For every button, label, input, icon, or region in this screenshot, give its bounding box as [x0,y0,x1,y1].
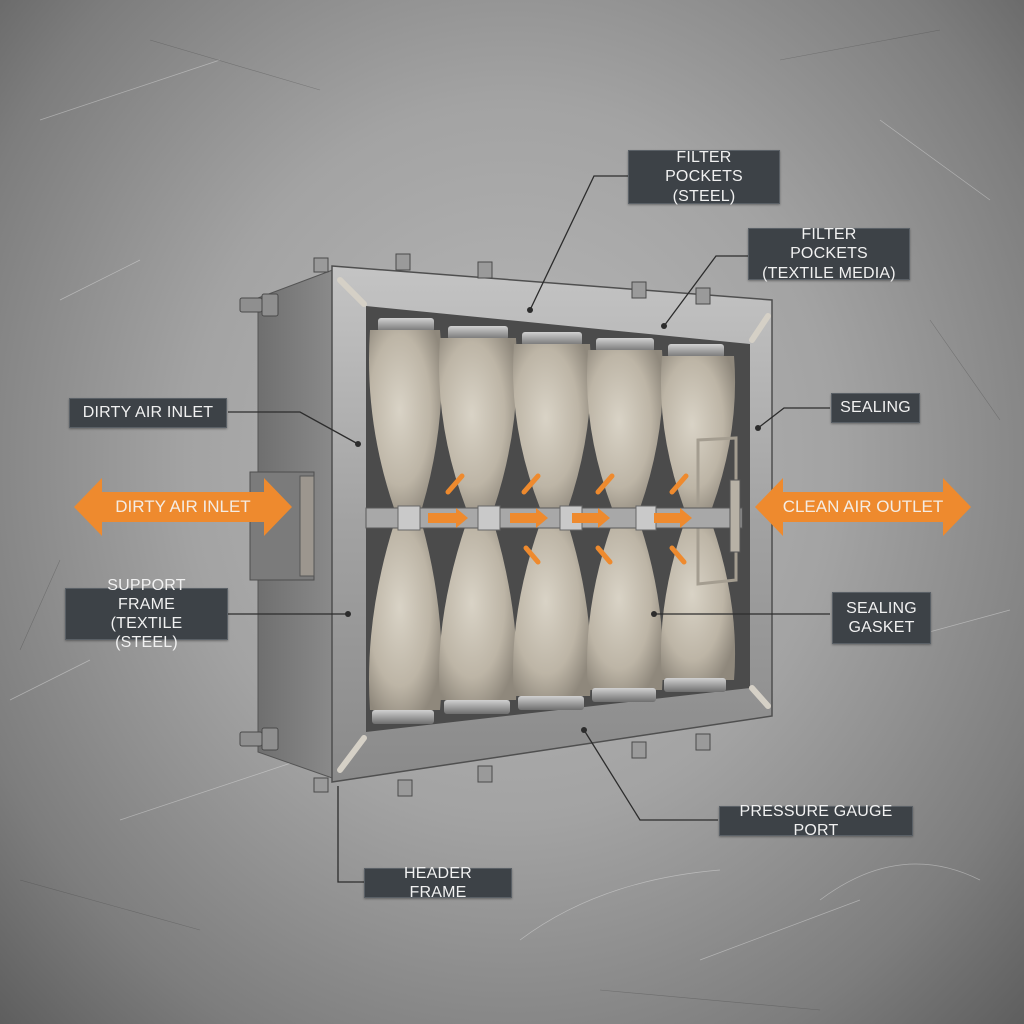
internal-flow-arrows [428,473,692,565]
label-support-frame: SUPPORT FRAME (TEXTILE (STEEL) [65,577,228,651]
label-header-frame: HEADER FRAME [364,865,512,901]
label-line-1: FILTER POCKETS [790,226,868,263]
filter-pockets [369,318,738,724]
label-pressure-gauge-port: PRESSURE GAUGE PORT [719,803,913,839]
label-dirty-air-inlet: DIRTY AIR INLET [69,398,227,428]
double-arrow-icon [74,478,292,536]
double-arrow-icon [755,478,971,536]
label-line-1: FILTER POCKETS [665,149,743,186]
pocket-4 [587,338,664,702]
pocket-2 [439,326,518,714]
label-text: DIRTY AIR INLET [82,404,214,422]
leader-lines [228,175,830,883]
label-line-2: (STEEL) [672,187,736,205]
label-text: SEALING [840,399,911,417]
label-line-2: (TEXTILE MEDIA) [762,264,896,282]
label-sealing: SEALING [831,393,920,423]
pocket-3 [513,332,592,710]
inlet-arrow-label: DIRTY AIR INLET [115,497,251,516]
label-line-1: SUPPORT FRAME [107,576,186,613]
label-filter-pockets-steel: FILTER POCKETS (STEEL) [628,149,780,205]
pocket-5 [660,344,736,692]
label-sealing-gasket: SEALING GASKET [832,592,931,644]
outlet-flow-arrow: CLEAN AIR OUTLET [755,478,971,536]
label-text: PRESSURE GAUGE PORT [739,802,893,839]
label-line-2: GASKET [848,619,915,636]
label-line-2: (TEXTILE (STEEL) [110,615,183,652]
side-panel [239,267,339,781]
label-line-1: SEALING [846,599,917,617]
label-filter-pockets-textile: FILTER POCKETS (TEXTILE MEDIA) [748,226,910,282]
inlet-flow-arrow: DIRTY AIR INLET [74,478,292,536]
pocket-1 [369,318,442,724]
outlet-arrow-label: CLEAN AIR OUTLET [782,497,944,516]
label-text: HEADER FRAME [404,864,472,901]
